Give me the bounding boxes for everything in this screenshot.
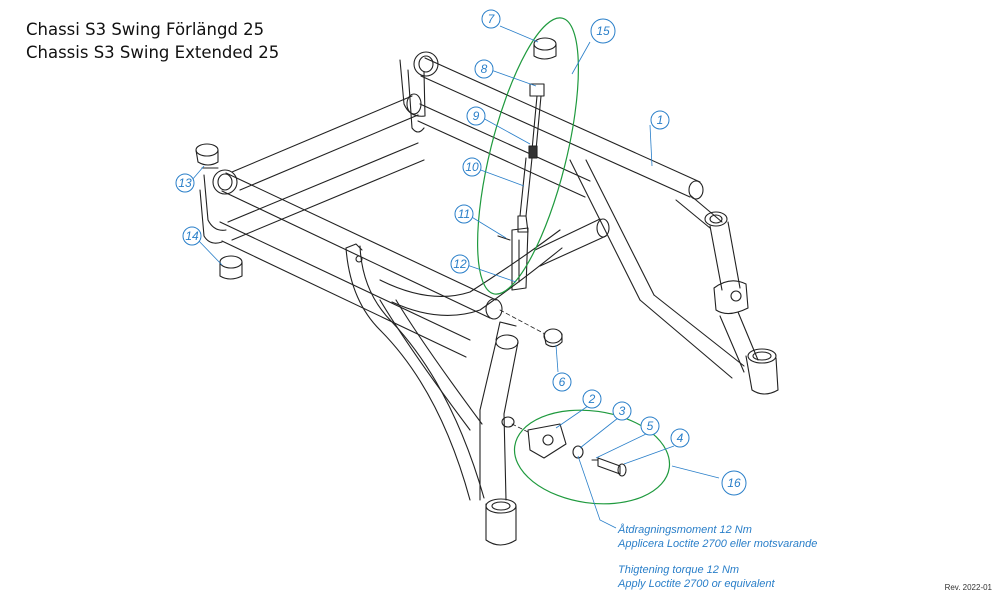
callout-circle <box>552 372 572 392</box>
callout-number: 11 <box>458 207 470 221</box>
callout-number: 12 <box>453 257 467 271</box>
callout-circle <box>182 226 202 246</box>
callout-circle <box>462 157 482 177</box>
callout-number: 14 <box>185 229 199 243</box>
loctite-note-english-line2: Apply Loctite 2700 or equivalent <box>618 578 775 590</box>
callout-balloon-11: 11 <box>454 204 474 224</box>
clamp-mount-hole <box>501 416 515 428</box>
group-ellipse-15 <box>477 17 579 295</box>
callout-circle <box>640 416 660 436</box>
callout-balloon-2: 2 <box>582 389 602 409</box>
callout-balloon-15: 15 <box>590 18 616 44</box>
cap-part-13 <box>195 143 219 166</box>
assembly-axis-6 <box>499 309 546 335</box>
callout-circle <box>590 18 616 44</box>
callout-circle <box>650 110 670 130</box>
callout-number: 15 <box>596 24 610 38</box>
leader-lines <box>191 25 720 529</box>
left-lower-tube <box>227 142 425 241</box>
callout-balloon-8: 8 <box>474 59 494 79</box>
callout-circle <box>450 254 470 274</box>
callout-number: 3 <box>619 404 626 418</box>
front-left-joint <box>199 167 238 244</box>
right-lower-cross-tube <box>534 218 610 267</box>
callout-balloon-10: 10 <box>462 157 482 177</box>
torque-note-english-line1: Thigtening torque 12 Nm <box>618 564 740 576</box>
bolt-part-4 <box>597 457 627 477</box>
callout-number: 2 <box>588 392 596 406</box>
right-rear-leg <box>675 194 779 395</box>
adjuster-mechanism <box>497 83 545 291</box>
revision-label: Rev. 2022-01 <box>944 583 992 592</box>
callout-balloon-14: 14 <box>182 226 202 246</box>
callout-circle <box>612 401 632 421</box>
front-right-leg <box>479 321 519 546</box>
bottom-support <box>379 229 563 431</box>
chassis-frame <box>195 37 779 546</box>
clamp-part-2 <box>527 423 567 459</box>
callout-number: 16 <box>727 476 741 490</box>
callout-balloon-1: 1 <box>650 110 670 130</box>
title-english: Chassis S3 Swing Extended 25 <box>26 43 280 62</box>
back-lower-tube <box>417 103 591 198</box>
front-upper-tube <box>221 172 503 320</box>
callout-number: 7 <box>488 12 496 26</box>
callout-number: 8 <box>481 62 488 76</box>
assembly-axis-clamp <box>511 423 529 433</box>
callout-balloon-6: 6 <box>552 372 572 392</box>
cap-part-14 <box>219 255 243 280</box>
callout-balloon-3: 3 <box>612 401 632 421</box>
front-lower-tube <box>219 221 471 358</box>
left-upper-tube <box>231 93 422 191</box>
loctite-note-swedish-line2: Applicera Loctite 2700 eller motsvarande <box>618 538 818 550</box>
torque-note-swedish-line1: Åtdragningsmoment 12 Nm <box>618 524 752 536</box>
callout-circle <box>454 204 474 224</box>
callout-number: 1 <box>657 113 664 127</box>
callout-circle <box>466 106 486 126</box>
cap-part-7 <box>533 37 557 60</box>
callout-balloon-4: 4 <box>670 428 690 448</box>
callout-circle <box>481 9 501 29</box>
callout-balloon-16: 16 <box>721 470 747 496</box>
callout-balloon-7: 7 <box>481 9 501 29</box>
callout-number: 4 <box>677 431 684 445</box>
callout-circle <box>721 470 747 496</box>
callout-circle <box>670 428 690 448</box>
washer-part-3 <box>572 445 584 459</box>
callout-number: 10 <box>465 160 479 174</box>
callout-circle <box>175 173 195 193</box>
callout-balloon-12: 12 <box>450 254 470 274</box>
back-upper-tube <box>420 57 704 200</box>
callout-balloon-13: 13 <box>175 173 195 193</box>
callout-circle <box>582 389 602 409</box>
callout-balloon-5: 5 <box>640 416 660 436</box>
callout-number: 13 <box>178 176 192 190</box>
right-rear-brace <box>569 159 745 379</box>
rear-left-joint <box>399 51 439 133</box>
callout-number: 5 <box>647 419 654 433</box>
title-swedish: Chassi S3 Swing Förlängd 25 <box>26 20 265 39</box>
callout-number: 9 <box>473 109 480 123</box>
end-plug-part-6 <box>543 328 563 348</box>
callout-circle <box>474 59 494 79</box>
group-ellipse-16 <box>513 409 671 505</box>
front-left-leg <box>345 243 485 501</box>
callout-number: 6 <box>559 375 566 389</box>
callout-balloon-9: 9 <box>466 106 486 126</box>
